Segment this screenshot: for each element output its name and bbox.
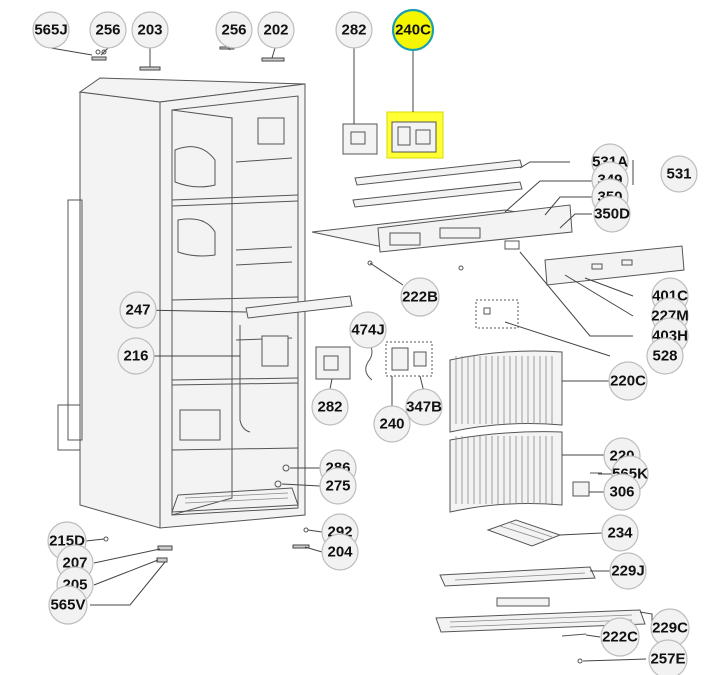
svg-text:240C: 240C [395, 22, 431, 39]
callout-220C: 220C [608, 361, 648, 401]
callout-257E: 257E [648, 639, 688, 675]
svg-text:256: 256 [95, 22, 120, 39]
shelf-229j [439, 566, 596, 587]
svg-text:306: 306 [609, 484, 634, 501]
callout-240C-highlighted: 240C [391, 8, 435, 52]
svg-text:234: 234 [607, 525, 633, 542]
callouts: 565J 256 203 256 202 282 240C 531A 531 3… [32, 8, 698, 675]
callout-282-top: 282 [335, 11, 373, 49]
callout-306: 306 [603, 473, 641, 511]
callout-528: 528 [646, 337, 684, 375]
svg-text:203: 203 [137, 22, 162, 39]
plate-401c [544, 245, 685, 286]
callout-216: 216 [117, 337, 155, 375]
callout-350D: 350D [593, 195, 631, 233]
svg-text:565V: 565V [50, 597, 85, 614]
svg-text:240: 240 [379, 416, 404, 433]
vent-grille-220 [449, 431, 563, 513]
thermostat-top [342, 123, 378, 155]
svg-text:247: 247 [125, 302, 150, 319]
callout-565V: 565V [48, 585, 88, 625]
svg-text:202: 202 [263, 22, 288, 39]
svg-text:220C: 220C [610, 373, 646, 390]
svg-text:222C: 222C [602, 629, 638, 646]
callout-275: 275 [319, 467, 357, 505]
leader-lines [50, 46, 653, 662]
top-panel [311, 159, 573, 253]
bracket-247 [245, 295, 353, 319]
control-module-240c [386, 111, 444, 159]
top-hardware [91, 46, 285, 71]
thermostat-middle [315, 346, 351, 380]
callout-222B: 222B [400, 277, 440, 317]
svg-text:531: 531 [666, 166, 691, 183]
callout-256-right: 256 [215, 11, 253, 49]
svg-text:528: 528 [652, 348, 677, 365]
svg-text:222B: 222B [402, 289, 438, 306]
callout-474J: 474J [349, 311, 387, 349]
callout-222C: 222C [600, 617, 640, 657]
callout-256: 256 [89, 11, 127, 49]
svg-text:216: 216 [123, 348, 148, 365]
callout-247: 247 [119, 291, 157, 329]
svg-text:229C: 229C [652, 620, 688, 637]
callout-229J: 229J [609, 552, 647, 590]
shelf-229c [435, 597, 646, 633]
callout-282-middle: 282 [311, 388, 349, 426]
sensor-card [475, 299, 519, 329]
callout-565J: 565J [32, 11, 70, 49]
svg-text:347B: 347B [406, 399, 442, 416]
svg-text:229J: 229J [611, 563, 644, 580]
svg-text:282: 282 [341, 22, 366, 39]
svg-text:257E: 257E [650, 651, 685, 668]
svg-text:565J: 565J [34, 22, 67, 39]
callout-240: 240 [373, 405, 411, 443]
vent-grille-220c [449, 350, 563, 433]
callout-202: 202 [257, 11, 295, 49]
clip-306 [572, 481, 590, 497]
callout-234: 234 [601, 514, 639, 552]
svg-text:204: 204 [327, 544, 353, 561]
svg-text:350D: 350D [594, 206, 630, 223]
svg-text:474J: 474J [351, 322, 384, 339]
svg-text:207: 207 [62, 555, 87, 572]
callout-203: 203 [131, 11, 169, 49]
ice-tray [486, 519, 562, 547]
callout-347B: 347B [405, 388, 443, 426]
callout-204: 204 [321, 533, 359, 571]
svg-text:275: 275 [325, 478, 350, 495]
svg-text:282: 282 [317, 399, 342, 416]
svg-text:256: 256 [221, 22, 246, 39]
fridge-cabinet [57, 77, 306, 529]
callout-531: 531 [660, 155, 698, 193]
